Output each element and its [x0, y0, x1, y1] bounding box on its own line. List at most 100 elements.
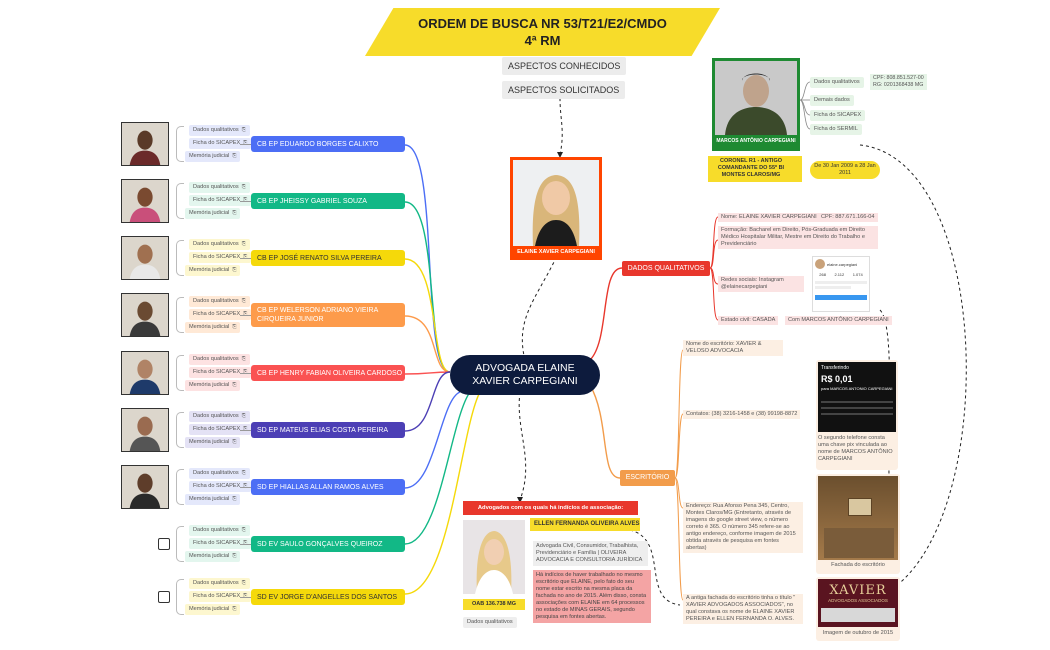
soldier-sicapex-chip[interactable]: Ficha do SICAPEX⎘: [189, 138, 252, 149]
soldier-connector: [240, 544, 251, 545]
title-line-2: 4ª RM: [524, 33, 561, 48]
marcos-sermil-chip[interactable]: Ficha do SERMIL: [810, 124, 862, 135]
marcos-photo-card[interactable]: MARCOS ANTÔNIO CARPEGIANI: [712, 58, 800, 151]
soldier-bracket: [176, 297, 184, 333]
soldier-sicapex-chip[interactable]: Ficha do SICAPEX⎘: [189, 591, 252, 602]
fachada-2015-caption: Imagem de outubro de 2015: [822, 630, 894, 636]
instagram-handle: elaine.carpegiani: [827, 261, 858, 267]
soldier-sicapex-chip[interactable]: Ficha do SICAPEX⎘: [189, 195, 252, 206]
link-icon: ⎘: [232, 153, 237, 159]
soldier-qual-chip[interactable]: Dados qualitativos⎘: [189, 296, 250, 307]
soldier-checkbox[interactable]: [158, 591, 170, 603]
soldier-memoria-chip[interactable]: Memória judicial⎘: [185, 437, 241, 448]
soldier-memoria-chip[interactable]: Memória judicial⎘: [185, 551, 241, 562]
soldier-qual-chip[interactable]: Dados qualitativos⎘: [189, 468, 250, 479]
elaine-photo-card[interactable]: ELAINE XAVIER CARPEGIANI: [510, 157, 602, 260]
soldier-memoria-chip[interactable]: Memória judicial⎘: [185, 322, 241, 333]
soldier-bracket: [176, 579, 184, 615]
escritorio-node[interactable]: ESCRITÓRIO: [620, 470, 675, 486]
marcos-demais-chip[interactable]: Demais dados: [810, 95, 854, 106]
central-topic[interactable]: ADVOGADA ELAINE XAVIER CARPEGIANI: [450, 355, 600, 395]
link-icon: ⎘: [241, 356, 246, 362]
ellen-name[interactable]: ELLEN FERNANDA OLIVEIRA ALVES: [530, 518, 640, 531]
soldier-label[interactable]: CB EP WELERSON ADRIANO VIEIRA CIRQUEIRA …: [251, 303, 405, 327]
sign-subtext: ADVOGADOS ASSOCIADOS: [828, 598, 888, 603]
soldier-sicapex-chip[interactable]: Ficha do SICAPEX⎘: [189, 367, 252, 378]
soldier-checkbox[interactable]: [158, 538, 170, 550]
pix-screenshot: Transferindo R$ 0,01 para MARCOS ANTONIO…: [818, 362, 896, 432]
soldier-bracket: [176, 126, 184, 162]
soldier-memoria-chip[interactable]: Memória judicial⎘: [185, 494, 241, 505]
dados-qualitativos-node[interactable]: DADOS QUALITATIVOS: [622, 261, 710, 276]
elaine-photo-caption: ELAINE XAVIER CARPEGIANI: [517, 249, 595, 255]
soldier-qual-chip[interactable]: Dados qualitativos⎘: [189, 525, 250, 536]
soldier-connector: [240, 487, 251, 488]
ellen-qual-chip[interactable]: Dados qualitativos: [463, 617, 517, 628]
fachada-2015-card[interactable]: XAVIER ADVOGADOS ASSOCIADOS Imagem de ou…: [816, 577, 900, 641]
pix-title: Transferindo: [821, 365, 849, 371]
link-icon: ⎘: [243, 197, 248, 203]
soldier-label[interactable]: CB EP HENRY FABIAN OLIVEIRA CARDOSO: [251, 365, 405, 381]
soldier-qual-chip[interactable]: Dados qualitativos⎘: [189, 411, 250, 422]
soldier-memoria-chip[interactable]: Memória judicial⎘: [185, 380, 241, 391]
soldier-qual-chip[interactable]: Dados qualitativos⎘: [189, 182, 250, 193]
pix-note: O segundo telefone consta uma chave pix …: [818, 435, 893, 462]
soldier-label[interactable]: SD EP HIALLAS ALLAN RAMOS ALVES: [251, 479, 405, 495]
sign-text: XAVIER: [829, 583, 887, 598]
link-icon: ⎘: [243, 140, 248, 146]
link-icon: ⎘: [241, 413, 246, 419]
fachada-card[interactable]: Fachada do escritório: [816, 474, 900, 574]
soldier-sicapex-chip[interactable]: Ficha do SICAPEX⎘: [189, 538, 252, 549]
soldier-qual-chip[interactable]: Dados qualitativos⎘: [189, 354, 250, 365]
soldier-memoria-chip[interactable]: Memória judicial⎘: [185, 604, 241, 615]
marcos-ids: CPF: 808.851.527-00 RG: 0201368438 MG: [870, 74, 927, 90]
dados-cpf: CPF: 887.671.166-04: [818, 213, 878, 222]
soldier-label[interactable]: SD EV SAULO GONÇALVES QUEIROZ: [251, 536, 405, 552]
soldier-label[interactable]: CB EP JHEISSY GABRIEL SOUZA: [251, 193, 405, 209]
soldier-label[interactable]: CB EP JOSÉ RENATO SILVA PEREIRA: [251, 250, 405, 266]
soldier-connector: [240, 430, 251, 431]
soldier-sicapex-chip[interactable]: Ficha do SICAPEX⎘: [189, 481, 252, 492]
link-icon: ⎘: [232, 324, 237, 330]
link-icon: ⎘: [243, 593, 248, 599]
soldier-connector: [240, 258, 251, 259]
soldier-qual-chip[interactable]: Dados qualitativos⎘: [189, 125, 250, 136]
soldier-sicapex-chip[interactable]: Ficha do SICAPEX⎘: [189, 309, 252, 320]
escritorio-endereco: Endereço: Rua Afonso Pena 345, Centro, M…: [683, 502, 803, 553]
instagram-screenshot: elaine.carpegiani 268 2.112 1.074: [812, 256, 870, 312]
central-topic-line-2: XAVIER CARPEGIANI: [472, 375, 578, 387]
link-icon: ⎘: [232, 210, 237, 216]
soldier-label[interactable]: CB EP EDUARDO BORGES CALIXTO: [251, 136, 405, 152]
central-topic-line-1: ADVOGADA ELAINE: [475, 362, 575, 374]
soldier-memoria-chip[interactable]: Memória judicial⎘: [185, 151, 241, 162]
link-icon: ⎘: [232, 553, 237, 559]
soldier-sicapex-chip[interactable]: Ficha do SICAPEX⎘: [189, 252, 252, 263]
marcos-sicapex-chip[interactable]: Ficha do SICAPEX: [810, 110, 866, 121]
dados-redes[interactable]: Redes sociais: Instagram @elainecarpegia…: [718, 276, 804, 292]
link-icon: ⎘: [241, 298, 246, 304]
link-icon: ⎘: [243, 369, 248, 375]
soldier-sicapex-chip[interactable]: Ficha do SICAPEX⎘: [189, 424, 252, 435]
soldier-label[interactable]: SD EV JORGE D'ANGELLES DOS SANTOS: [251, 589, 405, 605]
soldier-photo: [121, 293, 169, 337]
aspects-requested-tag[interactable]: ASPECTOS SOLICITADOS: [502, 81, 626, 99]
elaine-photo: [513, 160, 599, 246]
pix-card[interactable]: Transferindo R$ 0,01 para MARCOS ANTONIO…: [816, 360, 898, 470]
soldier-bracket: [176, 240, 184, 276]
soldier-photo: [121, 236, 169, 280]
soldier-connector: [240, 373, 251, 374]
soldier-label[interactable]: SD EP MATEUS ELIAS COSTA PEREIRA: [251, 422, 405, 438]
soldier-memoria-chip[interactable]: Memória judicial⎘: [185, 208, 241, 219]
instagram-stats: 268 2.112 1.074: [815, 272, 867, 277]
link-icon: ⎘: [241, 470, 246, 476]
soldier-memoria-chip[interactable]: Memória judicial⎘: [185, 265, 241, 276]
link-icon: ⎘: [241, 580, 246, 586]
aspects-known-tag[interactable]: ASPECTOS CONHECIDOS: [502, 57, 627, 75]
marcos-rg: RG: 0201368438 MG: [873, 82, 924, 88]
marcos-qual-chip[interactable]: Dados qualitativos: [810, 77, 864, 88]
associados-header[interactable]: Advogados com os quais há indícios de as…: [463, 501, 638, 515]
soldier-qual-chip[interactable]: Dados qualitativos⎘: [189, 239, 250, 250]
soldier-connector: [240, 597, 251, 598]
soldier-qual-chip[interactable]: Dados qualitativos⎘: [189, 578, 250, 589]
